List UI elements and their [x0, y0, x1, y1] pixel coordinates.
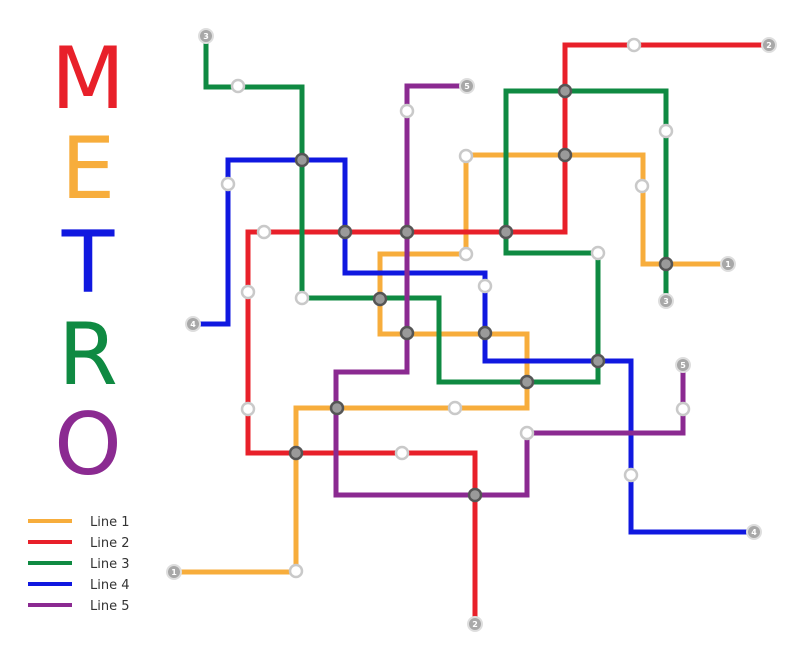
svg-text:2: 2	[766, 41, 772, 50]
svg-text:1: 1	[171, 568, 177, 577]
terminal-line-5-east[interactable]: 5	[675, 357, 691, 373]
station[interactable]	[675, 401, 691, 417]
station[interactable]	[458, 148, 474, 164]
stations	[220, 37, 691, 579]
terminal-line-5-north[interactable]: 5	[459, 78, 475, 94]
svg-text:2: 2	[472, 620, 478, 629]
line-1-track[interactable]	[174, 152, 728, 575]
station[interactable]	[394, 445, 410, 461]
interchange-station[interactable]	[399, 224, 415, 240]
station[interactable]	[626, 37, 642, 53]
interchange-station[interactable]	[498, 224, 514, 240]
title-letter-t: T	[61, 213, 115, 313]
title-letter-e: E	[61, 119, 115, 219]
interchange-station[interactable]	[288, 445, 304, 461]
legend-label-line-1: Line 1	[90, 515, 130, 530]
station[interactable]	[590, 245, 606, 261]
station[interactable]	[240, 284, 256, 300]
station[interactable]	[240, 401, 256, 417]
interchange-station[interactable]	[557, 83, 573, 99]
interchange-station[interactable]	[590, 353, 606, 369]
title-letter-o: O	[54, 395, 122, 495]
title-letter-m: M	[51, 29, 125, 129]
svg-text:3: 3	[203, 32, 209, 41]
line-2-track[interactable]	[245, 42, 769, 624]
interchanges	[288, 83, 674, 503]
interchange-station[interactable]	[329, 400, 345, 416]
legend-label-line-2: Line 2	[90, 536, 130, 551]
station[interactable]	[458, 246, 474, 262]
terminal-line-2-east[interactable]: 2	[761, 37, 777, 53]
station[interactable]	[230, 78, 246, 94]
svg-text:1: 1	[725, 260, 731, 269]
terminal-line-1-east[interactable]: 1	[720, 256, 736, 272]
svg-text:5: 5	[464, 82, 470, 91]
interchange-station[interactable]	[294, 152, 310, 168]
interchange-station[interactable]	[557, 147, 573, 163]
terminal-line-4-west[interactable]: 4	[185, 316, 201, 332]
legend-label-line-5: Line 5	[90, 599, 130, 614]
title-letter-r: R	[58, 305, 118, 405]
station[interactable]	[256, 224, 272, 240]
terminal-line-3-south[interactable]: 3	[658, 293, 674, 309]
station[interactable]	[288, 563, 304, 579]
terminals: 1 1 2 2 3 3 4 4	[166, 28, 777, 632]
legend-label-line-4: Line 4	[90, 578, 130, 593]
terminal-line-2-south[interactable]: 2	[467, 616, 483, 632]
interchange-station[interactable]	[519, 374, 535, 390]
legend: Line 1 Line 2 Line 3 Line 4 Line 5	[28, 515, 130, 614]
interchange-station[interactable]	[399, 325, 415, 341]
line-5-track[interactable]	[333, 83, 686, 498]
interchange-station[interactable]	[477, 325, 493, 341]
svg-text:4: 4	[190, 320, 196, 329]
station[interactable]	[519, 425, 535, 441]
station[interactable]	[220, 176, 236, 192]
interchange-station[interactable]	[372, 291, 388, 307]
terminal-line-1-west[interactable]: 1	[166, 564, 182, 580]
line-3-track[interactable]	[203, 36, 669, 385]
station[interactable]	[294, 290, 310, 306]
svg-text:3: 3	[663, 297, 669, 306]
station[interactable]	[477, 278, 493, 294]
station[interactable]	[634, 178, 650, 194]
legend-label-line-3: Line 3	[90, 557, 130, 572]
terminal-line-4-east[interactable]: 4	[746, 524, 762, 540]
svg-text:5: 5	[680, 361, 686, 370]
metro-title: M E T R O	[51, 29, 125, 495]
station[interactable]	[399, 103, 415, 119]
terminal-line-3-north[interactable]: 3	[198, 28, 214, 44]
interchange-station[interactable]	[337, 224, 353, 240]
station[interactable]	[623, 467, 639, 483]
svg-text:4: 4	[751, 528, 757, 537]
station[interactable]	[658, 123, 674, 139]
line-4-track[interactable]	[193, 157, 754, 535]
tracks	[174, 36, 769, 624]
interchange-station[interactable]	[467, 487, 483, 503]
interchange-station[interactable]	[658, 256, 674, 272]
station[interactable]	[447, 400, 463, 416]
